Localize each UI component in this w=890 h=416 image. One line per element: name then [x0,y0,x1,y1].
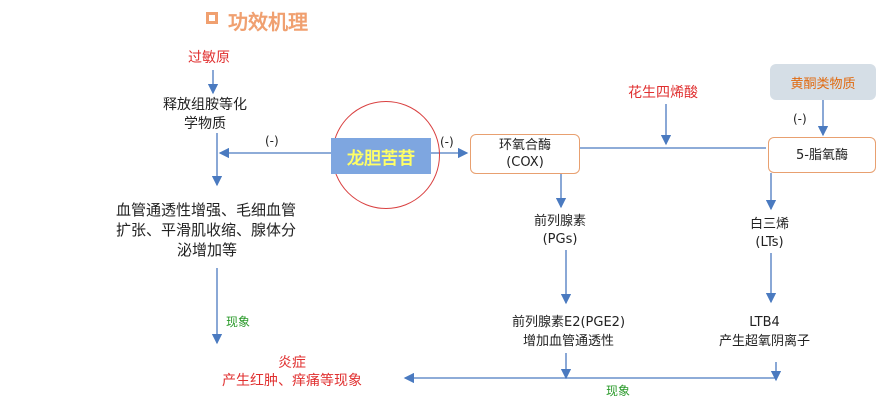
inhibit-right-label: (-) [793,112,807,126]
arachidonic-acid-label: 花生四烯酸 [628,85,698,101]
allergen-label: 过敏原 [188,50,230,66]
phenomenon-left-label: 现象 [226,315,251,329]
pgs-text: 前列腺素 (PGs) [534,213,586,249]
cox-box: 环氧合酶 (COX) [470,134,580,174]
lts-line-1: 白三烯 [750,217,790,232]
page-title: 功效机理 [228,10,308,34]
release-line-2: 学物质 [184,116,226,132]
pgs-line-2: (PGs) [542,232,578,247]
inflammation-line-2: 产生红肿、痒痛等现象 [222,373,362,389]
lox-box: 5-脂氧酶 [768,137,876,173]
lox-label: 5-脂氧酶 [796,147,848,163]
cox-line-2: (COX) [506,155,544,170]
ltb4-line-1: LTB4 [749,315,780,330]
ltb4-text: LTB4 产生超氧阴离子 [719,313,810,351]
cox-line-1: 环氧合酶 [498,138,551,153]
flavonoid-box: 黄酮类物质 [770,64,876,100]
title-square-icon [206,12,218,24]
pgs-line-1: 前列腺素 [534,214,587,229]
drug-label: 龙胆苦苷 [331,138,431,174]
inhibit-left-label: (-) [265,134,279,148]
inhibit-mid-label: (-) [440,135,454,149]
pge2-text: 前列腺素E2(PGE2) 增加血管通透性 [512,313,625,351]
ltb4-line-2: 产生超氧阴离子 [719,334,811,349]
vascular-line-1: 血管通透性增强、毛细血管 [116,201,297,219]
inflammation-line-1: 炎症 [278,355,306,371]
lts-line-2: (LTs) [755,235,784,250]
flavonoid-label: 黄酮类物质 [790,76,856,92]
phenomenon-bottom-label: 现象 [606,384,631,398]
release-histamine-text: 释放组胺等化 学物质 [163,96,247,134]
pge2-line-1: 前列腺素E2(PGE2) [512,315,626,330]
vascular-line-3: 泌增加等 [177,241,238,259]
inflammation-text: 炎症 产生红肿、痒痛等现象 [222,354,362,390]
release-line-1: 释放组胺等化 [163,97,247,113]
vascular-line-2: 扩张、平滑肌收缩、腺体分 [116,221,297,239]
pge2-line-2: 增加血管通透性 [523,334,615,349]
vascular-effects-text: 血管通透性增强、毛细血管 扩张、平滑肌收缩、腺体分 泌增加等 [116,200,296,260]
lts-text: 白三烯 (LTs) [750,216,789,252]
